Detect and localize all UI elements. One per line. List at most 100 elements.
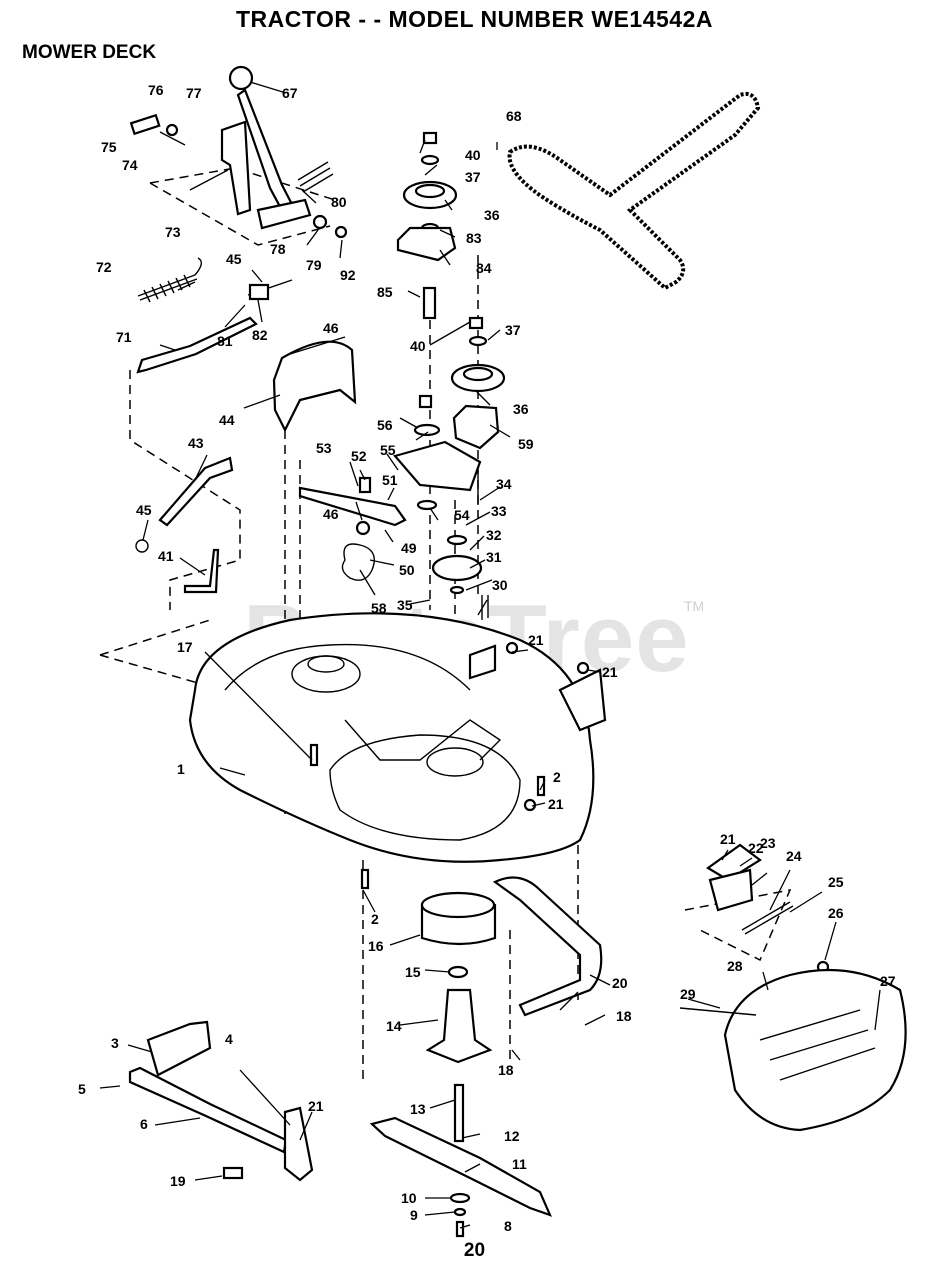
callout-79: 79	[306, 257, 322, 273]
callout-46: 46	[323, 320, 339, 336]
leader-lines	[99, 81, 881, 1229]
callout-18b: 18	[498, 1062, 514, 1078]
callout-56: 56	[377, 417, 393, 433]
callout-41: 41	[158, 548, 174, 564]
callout-21b: 21	[602, 664, 618, 680]
callout-50: 50	[399, 562, 415, 578]
discharge-chute	[679, 843, 907, 1132]
callout-26: 26	[828, 905, 844, 921]
callout-19: 19	[170, 1173, 186, 1189]
callout-11: 11	[512, 1156, 527, 1172]
callout-37: 37	[465, 169, 481, 185]
callout-40: 40	[465, 147, 481, 163]
callout-36: 36	[484, 207, 500, 223]
callout-54: 54	[454, 507, 470, 523]
callout-67: 67	[282, 85, 298, 101]
callout-46b: 46	[323, 506, 339, 522]
callout-85: 85	[377, 284, 393, 300]
spindle-assembly	[420, 891, 497, 1238]
callout-68: 68	[506, 108, 522, 124]
callout-20: 20	[612, 975, 628, 991]
watermark-trademark: TM	[684, 598, 705, 614]
mower-deck	[188, 612, 607, 863]
callout-72: 72	[96, 259, 112, 275]
callout-22: 22	[748, 840, 764, 856]
callout-30: 30	[492, 577, 508, 593]
belt-guard	[272, 340, 357, 433]
callout-71: 71	[116, 329, 132, 345]
callout-76: 76	[148, 82, 164, 98]
callout-52: 52	[351, 448, 367, 464]
callout-45b: 45	[136, 502, 152, 518]
callout-6: 6	[140, 1116, 148, 1132]
mower-blade	[369, 1116, 553, 1217]
springs-and-rods	[135, 257, 293, 594]
callout-4: 4	[225, 1031, 233, 1047]
deck-fasteners	[309, 641, 590, 890]
callout-59: 59	[518, 436, 534, 452]
callout-53: 53	[316, 440, 332, 456]
callout-44: 44	[219, 412, 235, 428]
callout-84: 84	[476, 260, 492, 276]
callout-80: 80	[331, 194, 347, 210]
callout-36b: 36	[513, 401, 529, 417]
callout-82: 82	[252, 327, 268, 343]
callout-2a: 2	[553, 769, 561, 785]
callout-34: 34	[496, 476, 512, 492]
callout-31: 31	[486, 549, 502, 565]
callout-24: 24	[786, 848, 802, 864]
callout-25: 25	[828, 874, 844, 890]
callout-2b: 2	[371, 911, 379, 927]
callout-21d: 21	[308, 1098, 324, 1114]
callout-75: 75	[101, 139, 117, 155]
callout-45: 45	[226, 251, 242, 267]
callout-15: 15	[405, 964, 421, 980]
callout-29: 29	[680, 986, 696, 1002]
callout-49: 49	[401, 540, 417, 556]
callout-27: 27	[880, 973, 896, 989]
callout-5: 5	[78, 1081, 86, 1097]
callout-1: 1	[177, 761, 185, 777]
callout-43: 43	[188, 435, 204, 451]
second-pulley-stack	[413, 316, 506, 620]
callout-9: 9	[410, 1207, 418, 1223]
callout-17: 17	[177, 639, 193, 655]
callout-77: 77	[186, 85, 202, 101]
callout-32: 32	[486, 527, 502, 543]
callout-12: 12	[504, 1128, 520, 1144]
callout-10: 10	[401, 1190, 417, 1206]
callout-16: 16	[368, 938, 384, 954]
callout-83: 83	[466, 230, 482, 246]
deck-baffle	[492, 876, 603, 1017]
callout-92: 92	[340, 267, 356, 283]
callout-21e: 21	[720, 831, 736, 847]
callout-78: 78	[270, 241, 286, 257]
callout-73: 73	[165, 224, 181, 240]
upper-pulley-stack	[396, 131, 458, 320]
callout-55: 55	[380, 442, 396, 458]
callout-35: 35	[397, 597, 413, 613]
callout-13: 13	[410, 1101, 426, 1117]
callout-numbers: 76 67 77 75 74 73 80 78 79 92 72 45 81 8…	[78, 82, 896, 1234]
callout-33: 33	[491, 503, 507, 519]
idler-arm-assembly	[298, 440, 482, 581]
callout-23: 23	[760, 835, 776, 851]
hanger-brackets	[128, 1020, 314, 1182]
section-title: MOWER DECK	[22, 42, 157, 63]
callout-28: 28	[727, 958, 743, 974]
callout-8: 8	[504, 1218, 512, 1234]
page-title: TRACTOR - - MODEL NUMBER WE14542A	[236, 6, 713, 32]
callout-37b: 37	[505, 322, 521, 338]
lift-lever-assembly	[129, 65, 348, 239]
callout-74: 74	[122, 157, 138, 173]
callout-81: 81	[217, 333, 233, 349]
callout-40b: 40	[410, 338, 426, 354]
page-number: 20	[463, 1240, 486, 1261]
callout-18a: 18	[616, 1008, 632, 1024]
callout-3: 3	[111, 1035, 119, 1051]
callout-14: 14	[386, 1018, 402, 1034]
callout-51: 51	[382, 472, 398, 488]
callout-21c: 21	[548, 796, 564, 812]
callout-21a: 21	[528, 632, 544, 648]
